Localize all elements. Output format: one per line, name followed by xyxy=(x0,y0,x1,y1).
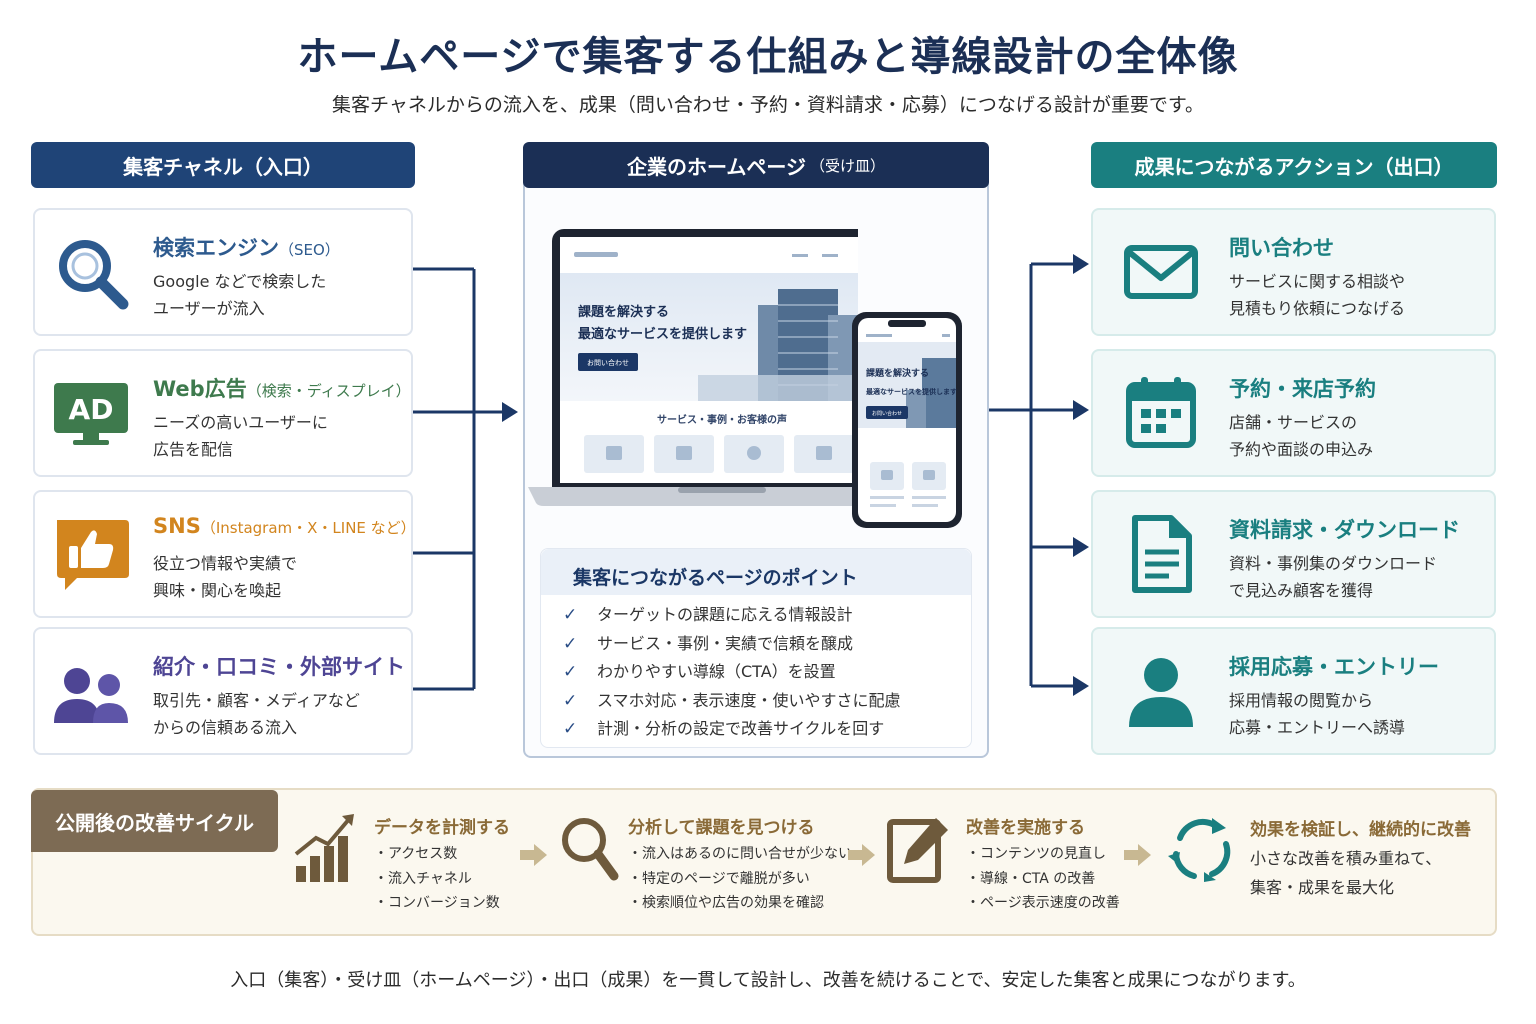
points-item: ✓スマホ対応・表示速度・使いやすさに配慮 xyxy=(563,687,901,716)
action-title: 資料請求・ダウンロード xyxy=(1229,518,1460,542)
outcome-actions-header: 成果につながるアクション（出口） xyxy=(1091,142,1497,188)
mail-icon xyxy=(1124,245,1198,299)
points-item: ✓ターゲットの課題に応える情報設計 xyxy=(563,601,901,630)
channel-card-referral: 紹介・口コミ・外部サイト 取引先・顧客・メディアなど からの信頼ある流入 xyxy=(33,627,413,755)
action-title: 採用応募・エントリー xyxy=(1229,655,1439,679)
action-title: 予約・来店予約 xyxy=(1229,377,1376,401)
thumbs-up-icon xyxy=(57,520,129,590)
action-desc-line1: 店舗・サービスの xyxy=(1229,413,1358,432)
person-icon xyxy=(1129,658,1193,727)
arrow-right-icon xyxy=(1124,844,1151,866)
ad-monitor-icon: AD xyxy=(54,383,128,445)
channel-desc-line2: からの信頼ある流入 xyxy=(153,718,298,737)
points-item: ✓わかりやすい導線（CTA）を設置 xyxy=(563,658,901,687)
channel-title-small: （検索・ディスプレイ） xyxy=(246,382,411,400)
channel-card-ads: AD Web広告（検索・ディスプレイ） ニーズの高いユーザーに 広告を配信 xyxy=(33,349,413,477)
points-list: ✓ターゲットの課題に応える情報設計 ✓サービス・事例・実績で信頼を醸成 ✓わかり… xyxy=(563,601,901,744)
action-desc-line2: 予約や面談の申込み xyxy=(1229,440,1374,459)
page-points-box: 集客につながるページのポイント ✓ターゲットの課題に応える情報設計 ✓サービス・… xyxy=(540,548,972,748)
hero-button: お問い合わせ xyxy=(587,358,629,367)
channel-card-seo: 検索エンジン（SEO） Google などで検索した ユーザーが流入 xyxy=(33,208,413,336)
arrow-right-icon xyxy=(520,844,547,866)
cycle-step-item: ・コンバージョン数 xyxy=(374,895,500,911)
cycle-step-item: ・コンテンツの見直し xyxy=(966,846,1106,862)
hero-line1: 課題を解決する xyxy=(578,304,669,320)
page-title: ホームページで集客する仕組みと導線設計の全体像 xyxy=(297,34,1239,80)
channel-title-small: （SEO） xyxy=(279,241,340,259)
ad-icon-text: AD xyxy=(69,393,114,426)
channel-title-small: （Instagram・X・LINE など） xyxy=(200,519,416,537)
action-desc-line1: 資料・事例集のダウンロード xyxy=(1229,554,1438,573)
cycle-step-item: ・流入はあるのに問い合せが少ない xyxy=(628,846,852,862)
footer-note: 入口（集客）・受け皿（ホームページ）・出口（成果）を一貫して設計し、改善を続ける… xyxy=(230,970,1306,991)
cycle-step-desc-line2: 集客・成果を最大化 xyxy=(1250,878,1395,897)
channel-desc-line1: Google などで検索した xyxy=(153,272,327,291)
channel-desc-line2: 広告を配信 xyxy=(153,440,234,459)
check-icon: ✓ xyxy=(563,690,578,711)
action-card-reservation: 予約・来店予約 店舗・サービスの 予約や面談の申込み xyxy=(1091,349,1496,477)
points-item: ✓計測・分析の設定で改善サイクルを回す xyxy=(563,715,901,744)
channel-desc-line1: 取引先・顧客・メディアなど xyxy=(153,691,360,710)
channel-card-sns: SNS（Instagram・X・LINE など） 役立つ情報や実績で 興味・関心… xyxy=(33,490,416,618)
homepage-header: 企業のホームページ（受け皿） xyxy=(523,142,989,188)
channel-desc-line2: 興味・関心を喚起 xyxy=(153,581,282,600)
document-icon xyxy=(1132,515,1192,593)
laptop-mockup: 課題を解決する 最適なサービスを提供します お問い合わせ サービス・事例・お客様… xyxy=(528,229,858,506)
cycle-step-title: 改善を実施する xyxy=(966,818,1085,838)
points-title: 集客につながるページのポイント xyxy=(573,567,858,589)
action-desc-line2: 見積もり依頼につなげる xyxy=(1229,299,1406,318)
action-title: 問い合わせ xyxy=(1229,236,1334,260)
arrow-right-icon xyxy=(848,844,875,866)
refresh-cycle-icon xyxy=(1168,818,1231,882)
bar-chart-icon xyxy=(294,814,354,882)
edit-icon xyxy=(887,818,948,883)
search-icon xyxy=(59,240,129,310)
phone-hero-line1: 課題を解決する xyxy=(866,367,929,379)
phone-hero-line2: 最適なサービスを提供します xyxy=(866,387,957,396)
action-card-inquiry: 問い合わせ サービスに関する相談や 見積もり依頼につなげる xyxy=(1091,208,1496,336)
action-card-download: 資料請求・ダウンロード 資料・事例集のダウンロード で見込み顧客を獲得 xyxy=(1091,490,1496,618)
people-icon xyxy=(54,668,128,723)
action-desc-line2: で見込み顧客を獲得 xyxy=(1229,581,1374,600)
cycle-step-title: 効果を検証し、継続的に改善 xyxy=(1250,820,1471,840)
check-icon: ✓ xyxy=(563,662,578,682)
calendar-icon xyxy=(1126,377,1196,448)
check-icon: ✓ xyxy=(563,719,578,739)
cycle-step-item: ・アクセス数 xyxy=(374,846,458,862)
channel-title: SNS xyxy=(153,514,201,538)
entry-channels-header: 集客チャネル（入口） xyxy=(31,142,415,188)
cycle-step-item: ・検索順位や広告の効果を確認 xyxy=(628,895,824,911)
check-icon: ✓ xyxy=(563,633,578,654)
action-desc-line1: サービスに関する相談や xyxy=(1229,272,1406,291)
action-card-recruit: 採用応募・エントリー 採用情報の閲覧から 応募・エントリーへ誘導 xyxy=(1091,627,1496,755)
check-icon: ✓ xyxy=(563,605,578,625)
channel-desc-line2: ユーザーが流入 xyxy=(153,299,265,318)
channel-desc-line1: ニーズの高いユーザーに xyxy=(153,413,328,432)
phone-hero-button: お問い合わせ xyxy=(872,410,902,417)
cycle-step-item: ・導線・CTA の改善 xyxy=(966,870,1096,887)
points-item: ✓サービス・事例・実績で信頼を醸成 xyxy=(563,630,901,659)
hero-line2: 最適なサービスを提供します xyxy=(578,326,747,342)
channel-desc-line1: 役立つ情報や実績で xyxy=(153,554,298,573)
channel-title: Web広告 xyxy=(153,377,247,401)
section-label: サービス・事例・お客様の声 xyxy=(657,413,787,426)
channel-title: 検索エンジン xyxy=(153,236,279,260)
cycle-step-title: データを計測する xyxy=(374,818,510,838)
cycle-step-title: 分析して課題を見つける xyxy=(628,818,815,838)
cycle-step-item: ・流入チャネル xyxy=(374,870,472,887)
action-desc-line2: 応募・エントリーへ誘導 xyxy=(1229,718,1406,737)
phone-mockup: 課題を解決する 最適なサービスを提供します お問い合わせ xyxy=(852,312,962,528)
magnifier-icon xyxy=(562,818,619,881)
cycle-step-item: ・ページ表示速度の改善 xyxy=(966,895,1120,911)
channel-title: 紹介・口コミ・外部サイト xyxy=(153,655,405,679)
improvement-cycle-label: 公開後の改善サイクル xyxy=(31,790,278,852)
cycle-step-desc-line1: 小さな改善を積み重ねて、 xyxy=(1250,849,1442,868)
page-subtitle: 集客チャネルからの流入を、成果（問い合わせ・予約・資料請求・応募）につなげる設計… xyxy=(332,94,1204,116)
cycle-step-item: ・特定のページで離脱が多い xyxy=(628,870,810,887)
action-desc-line1: 採用情報の閲覧から xyxy=(1229,691,1374,710)
